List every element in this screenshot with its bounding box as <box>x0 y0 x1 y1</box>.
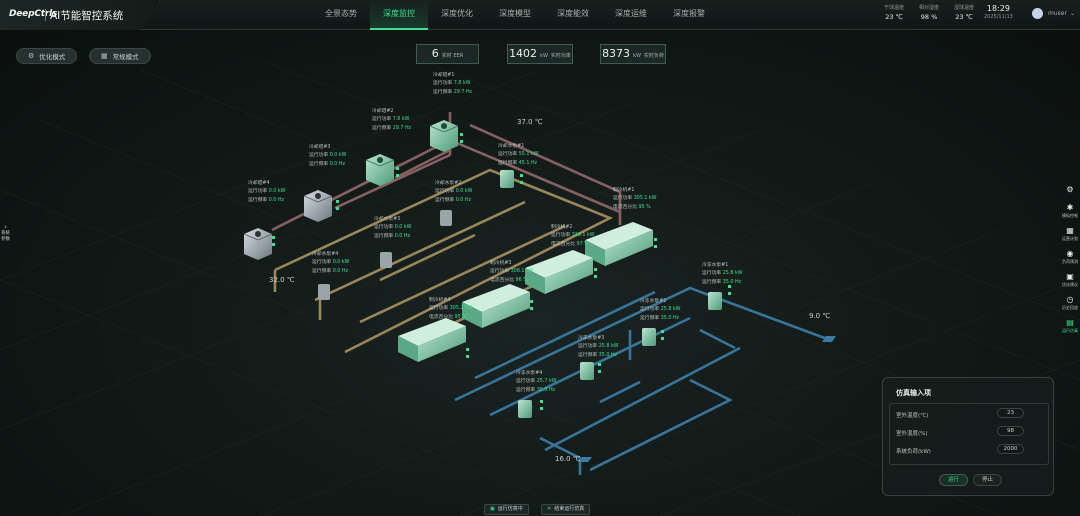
outdoor-humidity-input[interactable]: 98 <box>997 426 1024 436</box>
kpi-eer: 6 实时 EER <box>416 44 479 64</box>
gear-icon: ⚙ <box>1066 185 1074 194</box>
close-icon: ✕ <box>547 506 552 512</box>
nav-optimize[interactable]: 深度优化 <box>441 9 473 18</box>
avatar[interactable] <box>1032 8 1043 19</box>
calendar-icon: ▦ <box>101 52 108 60</box>
rail-simulation[interactable]: ▤ 运行仿真 <box>1062 318 1078 333</box>
clock-date: 2025/11/13 <box>984 14 1013 20</box>
system-params-tab[interactable]: › 系统 参数 <box>1 223 10 242</box>
run-button[interactable]: 运行 <box>939 474 969 486</box>
sim-field-outdoor-temp: 室外温度(℃) 23 <box>896 408 1046 420</box>
cooling-tower-graphics <box>243 120 459 260</box>
rail-advice[interactable]: ▣ 优化建议 <box>1062 272 1078 287</box>
clock: 18:29 2025/11/13 <box>984 4 1013 20</box>
app-title: AI节能智控系统 <box>50 10 124 22</box>
nav-monitor[interactable]: 深度监控 <box>370 0 428 30</box>
top-bar: DeepCtrls AI节能智控系统 全景态势 深度监控 深度优化 深度模型 深… <box>0 0 1080 30</box>
gear-icon: ⚙ <box>28 52 35 60</box>
user-name[interactable]: muser <box>1048 10 1067 17</box>
user-menu[interactable]: muser ⌄ <box>1032 8 1075 19</box>
chw-pump-4-label[interactable]: 冷冻水泵#4 运行功率 25.7 kW 运行频率 35.0 Hz <box>516 371 557 393</box>
pump-graphics <box>318 170 722 418</box>
robot-icon: ▣ <box>1066 272 1074 281</box>
calendar-icon: ▦ <box>1066 226 1074 235</box>
normal-mode-button[interactable]: ▦ 常规模式 <box>89 48 151 64</box>
kpi-load: 8373 kW 实时负荷 <box>600 44 666 64</box>
right-toolbar: ⚙ ✱ 模拟控制 ▦ 运营计划 ◉ 负荷预测 ▣ 优化建议 ◷ 历史回放 ▤ 运… <box>1060 185 1080 341</box>
piping-diagram <box>0 59 1080 516</box>
temp-condenser-supply: 32.0 ℃ <box>269 276 295 284</box>
chiller-graphics <box>398 222 653 362</box>
nav-model[interactable]: 深度模型 <box>499 9 531 18</box>
report-icon: ▤ <box>1066 318 1074 327</box>
dry-bulb-temp: 干球温度 23 ℃ <box>884 5 905 21</box>
chw-pump-3-label[interactable]: 冷冻水泵#3 运行功率 25.8 kW 运行频率 35.0 Hz <box>578 336 619 358</box>
cooling-tower-1-label[interactable]: 冷却塔#1 运行功率 7.8 kW 运行频率 29.7 Hz <box>433 73 473 95</box>
cooling-tower-3-label[interactable]: 冷却塔#3 运行功率 0.0 kW 运行频率 0.0 Hz <box>309 145 347 167</box>
nav-alarm[interactable]: 深度报警 <box>673 9 705 18</box>
main-nav: 全景态势 深度监控 深度优化 深度模型 深度能效 深度运维 深度报警 <box>312 0 718 30</box>
clock-time: 18:29 <box>986 4 1010 13</box>
flow-arrows <box>578 336 836 462</box>
temp-chilled-supply: 9.0 ℃ <box>809 312 831 320</box>
temp-chilled-return: 16.0 ℃ <box>555 455 581 463</box>
chw-pump-2-label[interactable]: 冷冻水泵#2 运行功率 25.8 kW 运行频率 35.0 Hz <box>640 299 681 321</box>
rail-plan[interactable]: ▦ 运营计划 <box>1062 226 1078 241</box>
target-icon: ◉ <box>1066 249 1074 258</box>
chiller-4-label[interactable]: 制冷机#4 运行功率 305.2 kW 电流百分比 95 % <box>429 298 473 320</box>
chiller-2-label[interactable]: 制冷机#2 运行功率 310.1 kW 电流百分比 97 % <box>551 225 595 247</box>
rail-gear[interactable]: ⚙ <box>1060 185 1080 195</box>
sim-panel-title: 仿真输入项 <box>896 389 931 397</box>
sim-fields-group <box>889 403 1049 465</box>
chw-pump-1-label[interactable]: 冷冻水泵#1 运行功率 25.8 kW 运行频率 35.0 Hz <box>702 263 743 285</box>
nav-overview[interactable]: 全景态势 <box>325 9 357 18</box>
rail-sim-control[interactable]: ✱ 模拟控制 <box>1062 203 1078 218</box>
nav-efficiency[interactable]: 深度能效 <box>557 9 589 18</box>
cw-pump-2-label[interactable]: 冷却水泵#2 运行功率 0.0 kW 运行频率 0.0 Hz <box>435 181 473 203</box>
cw-pump-1-label[interactable]: 冷却水泵#1 运行功率 55.1 kW 运行频率 45.1 Hz <box>498 144 539 166</box>
monitor-icon: ▣ <box>490 506 495 512</box>
cooling-tower-2-label[interactable]: 冷却塔#2 运行功率 7.8 kW 运行频率 29.7 Hz <box>372 109 412 131</box>
cw-pump-4-label[interactable]: 冷却水泵#4 运行功率 0.0 kW 运行频率 0.0 Hz <box>312 252 350 274</box>
plant-scene: ⚙ 优化模式 ▦ 常规模式 6 实时 EER 1402 kW 实时功率 8373… <box>0 30 1080 516</box>
brand: DeepCtrls AI节能智控系统 <box>0 0 160 30</box>
simulation-running-button[interactable]: ▣ 运行仿真中 <box>484 504 529 515</box>
outdoor-temp-input[interactable]: 23 <box>997 408 1024 418</box>
kpi-power: 1402 kW 实时功率 <box>507 44 573 64</box>
cooling-tower-4-label[interactable]: 冷却塔#4 运行功率 0.0 kW 运行频率 0.0 Hz <box>248 181 286 203</box>
status-tags <box>272 133 731 410</box>
brand-divider <box>45 9 46 21</box>
brand-logo: DeepCtrls <box>9 9 58 19</box>
chevron-down-icon[interactable]: ⌄ <box>1069 10 1075 17</box>
rail-history[interactable]: ◷ 历史回放 <box>1062 295 1078 310</box>
cw-pump-3-label[interactable]: 冷却水泵#3 运行功率 0.0 kW 运行频率 0.0 Hz <box>374 217 412 239</box>
chiller-1-label[interactable]: 制冷机#1 运行功率 305.1 kW 电流百分比 95 % <box>613 188 657 210</box>
sim-field-system-load: 系统负荷(kW) 2000 <box>896 444 1046 456</box>
optimize-mode-button[interactable]: ⚙ 优化模式 <box>16 48 78 64</box>
temp-condenser-return: 37.0 ℃ <box>517 118 543 126</box>
rail-forecast[interactable]: ◉ 负荷预测 <box>1062 249 1078 264</box>
system-load-input[interactable]: 2000 <box>997 444 1024 454</box>
sim-field-outdoor-humidity: 室外湿度(%) 98 <box>896 426 1046 438</box>
end-simulation-button[interactable]: ✕ 结束运行仿真 <box>541 504 591 515</box>
clock-icon: ◷ <box>1066 295 1074 304</box>
relative-humidity: 相对湿度 98 % <box>919 5 940 21</box>
settings-icon: ✱ <box>1066 203 1074 212</box>
chiller-3-label[interactable]: 制冷机#3 运行功率 308.1 kW 电流百分比 96 % <box>490 261 534 283</box>
nav-maintenance[interactable]: 深度运维 <box>615 9 647 18</box>
wet-bulb-temp: 湿球温度 23 ℃ <box>954 5 975 21</box>
simulation-input-panel: 仿真输入项 室外温度(℃) 23 室外湿度(%) 98 系统负荷(kW) 200… <box>882 377 1054 496</box>
chevron-right-icon[interactable]: › <box>4 223 7 231</box>
stop-button[interactable]: 停止 <box>973 474 1003 486</box>
